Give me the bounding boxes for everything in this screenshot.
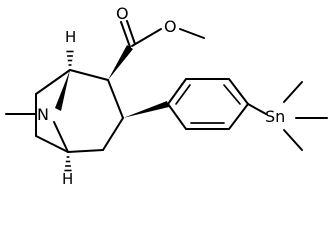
hash-c1-h: [66, 50, 74, 66]
bond-ring-f: [167, 103, 187, 130]
atom-h-top: H: [65, 28, 76, 46]
atom-n-bridge: N: [37, 105, 49, 124]
bond-n-c5: [53, 121, 69, 153]
bond-carbonyl-double-2: [126, 20, 136, 45]
atom-labels: O O N H H Sn: [37, 4, 285, 188]
wedge-c1-n: [55, 70, 70, 111]
aryl-substituent: [123, 78, 328, 151]
bond-c1-c2: [69, 69, 109, 81]
molecule-structure: O O N H H Sn: [5, 4, 328, 188]
bond-c3-c4: [102, 117, 124, 151]
hash-c5-h: [64, 156, 72, 172]
bond-c5-c6: [35, 135, 69, 153]
bond-sn-methyl-top: [283, 81, 303, 103]
bond-c-o-ester: [131, 28, 162, 47]
bond-sn-methyl-bottom: [283, 129, 303, 151]
bond-ring-inner-2: [223, 84, 241, 105]
atom-o-ester: O: [164, 17, 177, 36]
wedge-c3-aryl: [123, 101, 169, 118]
bond-c2-c3: [107, 79, 124, 119]
bond-ring-d: [228, 103, 249, 130]
methyl-ester: [108, 20, 205, 80]
bond-ring-a: [167, 78, 187, 105]
bond-o-methyl: [179, 28, 205, 39]
bond-ring-inner-1: [175, 84, 191, 105]
bond-aryl-sn: [247, 103, 267, 115]
tropane-core: [5, 50, 124, 172]
bond-carbonyl-double-1: [120, 21, 131, 48]
bond-ring-c: [228, 78, 249, 105]
atom-o-carbonyl: O: [116, 4, 129, 23]
bond-c4-c5: [67, 149, 104, 153]
atom-sn: Sn: [265, 107, 285, 126]
wedge-c2-carbonyl: [108, 45, 133, 80]
atom-h-bottom: H: [62, 170, 73, 188]
bond-c7-c1: [35, 69, 71, 95]
